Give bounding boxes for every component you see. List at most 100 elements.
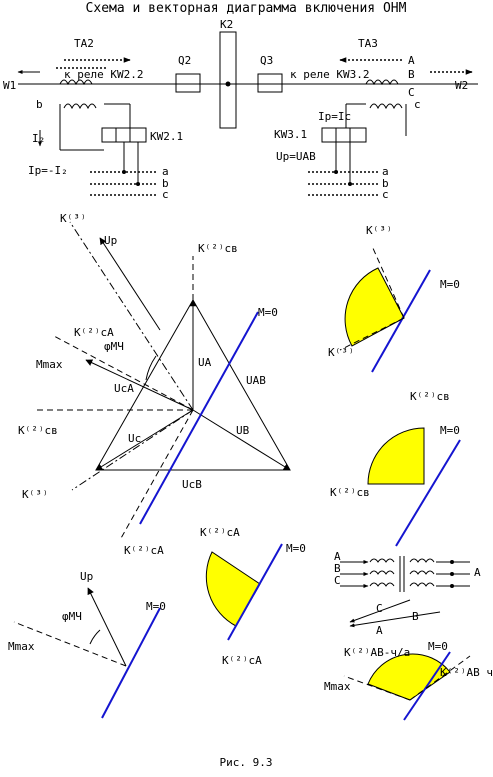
ucb-label: UсВ — [182, 478, 202, 491]
mzero-main-label: M=0 — [258, 306, 278, 319]
relay-right-label: к реле KW3.2 — [290, 68, 369, 81]
ib-label: b — [36, 98, 43, 111]
sector-kcb-top: K⁽²⁾св — [410, 390, 450, 403]
kw31-relay — [321, 127, 367, 143]
tr-a2-label: A — [474, 566, 481, 579]
tr-c2-label: C — [376, 602, 383, 615]
sector-k3-bottom: K⁽³⁾ — [328, 346, 355, 359]
cap-a-label: A — [408, 54, 415, 67]
main-vector-diagram: K⁽³⁾ Uр K⁽²⁾св M=0 K⁽²⁾сА φМЧ Mmax UсА U… — [18, 212, 291, 557]
wiring-schematic: W1 W2 ТА2 к реле KW2.2 Q2 К2 Q3 ТА3 к ре… — [3, 18, 478, 201]
w1-label: W1 — [3, 79, 16, 92]
uab-label: UАВ — [246, 374, 266, 387]
phase-a-right-label: a — [382, 165, 389, 178]
tr-node-c — [450, 584, 454, 588]
tr-b2-label: B — [412, 610, 419, 623]
tr-vec-1 — [349, 599, 411, 623]
sector-kab-label: K⁽²⁾АВ-ч/а — [344, 646, 410, 659]
voltage-triangle — [95, 298, 291, 471]
k3-dash-top — [371, 245, 405, 319]
ta2-primary — [59, 79, 93, 86]
tr-coil-c2 — [409, 582, 435, 587]
node-a-left — [122, 170, 126, 174]
sector-kab: K⁽²⁾АВ-ч/а K⁽²⁾АВ ч/а M=0 Mmax — [324, 640, 493, 721]
tr-a-label: A — [334, 550, 341, 563]
m-zero-line-phi — [101, 607, 161, 719]
tr-b-label: B — [334, 562, 341, 575]
vector-uca — [85, 359, 194, 411]
phase-c-label: c — [162, 188, 169, 201]
transformer-sketch: A B C A C B A — [334, 550, 481, 637]
node-b-left — [136, 182, 140, 186]
q3-breaker — [257, 73, 283, 93]
k2-busbar — [219, 31, 237, 129]
phi-mzero-label: M=0 — [146, 600, 166, 613]
sector-kca-mzero: M=0 — [286, 542, 306, 555]
node-a-right — [334, 170, 338, 174]
phase-c-right-label: c — [382, 188, 389, 201]
sector-kcb: K⁽²⁾св K⁽²⁾св M=0 — [330, 390, 461, 547]
tr-a3-label: A — [376, 624, 383, 637]
tr-coil-a — [369, 558, 395, 563]
kcb2b-label: K⁽²⁾св — [18, 424, 58, 437]
k3-line-bottom — [71, 409, 194, 491]
phase-b-right-label: b — [382, 177, 389, 190]
up-label: Uр — [104, 234, 117, 247]
vector-up — [99, 237, 161, 331]
uc-label: Uс — [128, 432, 141, 445]
figure-caption: Рис. 9.3 — [220, 756, 273, 769]
cap-b-label: B — [408, 68, 415, 81]
ir-eq-label: Iр=-I₂ — [28, 164, 68, 177]
i2-label: I₂ — [32, 132, 45, 145]
sector-kab2-label: K⁽²⁾АВ ч/а — [440, 666, 493, 679]
tr-node-b — [450, 572, 454, 576]
k3-dash-bottom — [339, 317, 405, 351]
m-zero-line-kcb — [395, 439, 461, 547]
sector-kca: K⁽²⁾сА K⁽²⁾сА M=0 — [200, 526, 306, 667]
sector-kca-bottom: K⁽²⁾сА — [222, 654, 262, 667]
sector-kca-shape — [205, 551, 261, 627]
tr-coil-c — [369, 582, 395, 587]
phi-arc-main — [145, 355, 157, 381]
sector-k3-mzero: M=0 — [440, 278, 460, 291]
tr-node-a — [450, 560, 454, 564]
kca-line-bottom — [119, 409, 194, 541]
ir-c-label: Iр=Iс — [318, 110, 351, 123]
tr-coil-a2 — [409, 558, 435, 563]
kw21-relay — [101, 127, 147, 143]
k3-line-top — [69, 221, 194, 411]
uca-label: UсА — [114, 382, 134, 395]
ua-label: UА — [198, 356, 212, 369]
sector-kab-mmax: Mmax — [324, 680, 351, 693]
cap-c-label: C — [408, 86, 415, 99]
phi-mmax-label: Mmax — [8, 640, 35, 653]
phi-label: φМЧ — [104, 340, 124, 353]
q3-label: Q3 — [260, 54, 273, 67]
ta3-secondary — [369, 103, 403, 110]
phi-up-label: Uр — [80, 570, 93, 583]
sector-kcb-bottom: K⁽²⁾св — [330, 486, 370, 499]
q2-breaker — [175, 73, 201, 93]
sector-k3-shape — [344, 267, 405, 347]
phi-up-vector — [87, 587, 127, 667]
k2-node — [225, 81, 231, 87]
vector-uc — [95, 409, 194, 471]
ta2-label: ТА2 — [74, 37, 94, 50]
node-b-right — [348, 182, 352, 186]
sector-kab-shape — [367, 653, 451, 701]
tr-coil-b — [369, 570, 395, 575]
kca2-label: K⁽²⁾сА — [74, 326, 114, 339]
phi-diagram: Uр φМЧ M=0 Mmax — [8, 570, 166, 719]
sector-kca-top: K⁽²⁾сА — [200, 526, 240, 539]
vector-ub — [192, 409, 291, 471]
ub-label: UВ — [236, 424, 250, 437]
kca2b-label: K⁽²⁾сА — [124, 544, 164, 557]
kab-dash-right — [409, 655, 471, 701]
sector-k3: K⁽³⁾ K⁽³⁾ M=0 — [328, 224, 460, 373]
tr-vec-2 — [349, 611, 441, 628]
k2-label: К2 — [220, 18, 233, 31]
kw31-label: KW3.1 — [274, 128, 307, 141]
w2-label: W2 — [455, 79, 468, 92]
sector-kab-mzero: M=0 — [428, 640, 448, 653]
